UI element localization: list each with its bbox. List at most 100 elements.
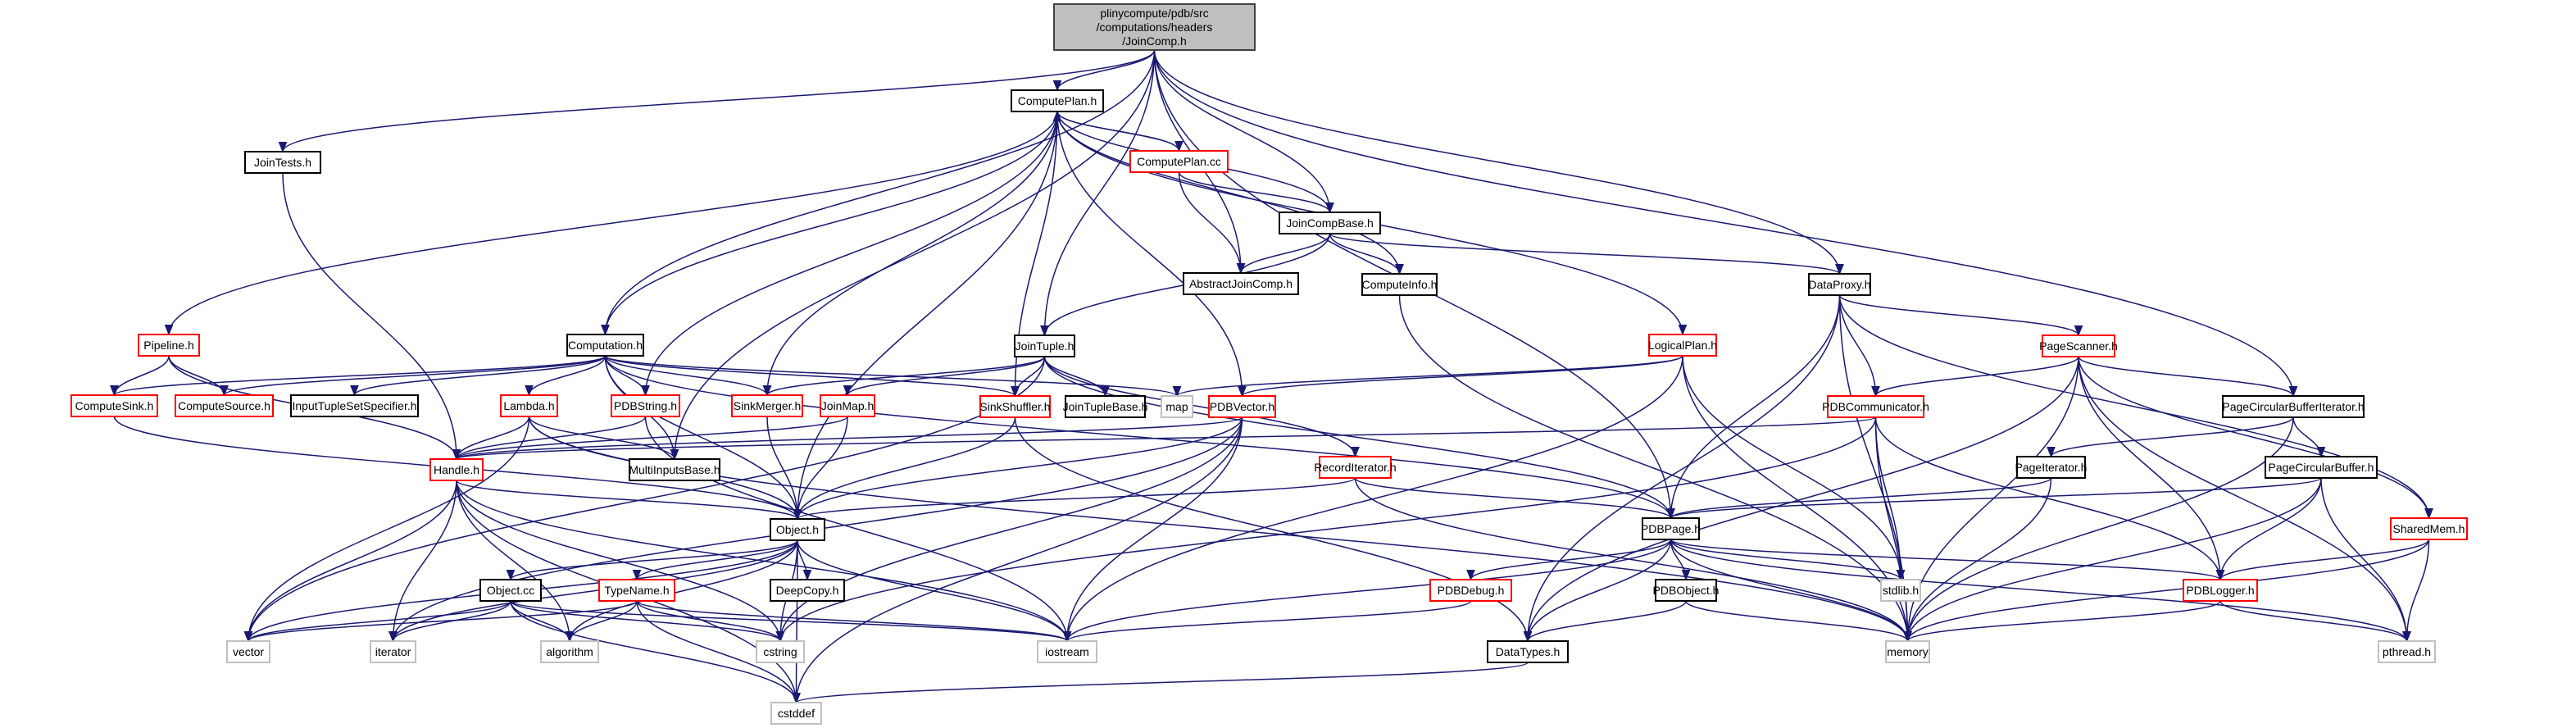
- edge-pipeline-to-compute-sink: [110, 355, 170, 397]
- edge-data-proxy-to-pdbpage: [1666, 294, 1841, 520]
- edge-data-proxy-to-page-scanner: [1838, 294, 2083, 337]
- edge-pdbcommunicator-to-pdblogger: [1874, 416, 2225, 581]
- node-compute-plan-cc[interactable]: ComputePlan.cc: [1129, 150, 1229, 173]
- edge-join-tests-to-handle: [282, 172, 461, 461]
- node-join-tuple[interactable]: JoinTuple.h: [1014, 334, 1075, 357]
- node-shared-mem[interactable]: SharedMem.h: [2390, 517, 2468, 540]
- node-label: DeepCopy.h: [776, 584, 839, 597]
- node-data-proxy[interactable]: DataProxy.h: [1808, 273, 1871, 296]
- node-label: ComputeSink.h: [75, 399, 154, 412]
- node-deep-copy[interactable]: DeepCopy.h: [770, 579, 845, 602]
- node-pdbobject[interactable]: PDBObject.h: [1653, 579, 1720, 602]
- node-compute-plan-h[interactable]: ComputePlan.h: [1011, 89, 1104, 112]
- node-abstract-join-comp[interactable]: AbstractJoinComp.h: [1183, 272, 1299, 295]
- edge-object-h-to-type-name: [632, 539, 798, 581]
- node-box: [2390, 517, 2468, 540]
- node-join-map[interactable]: JoinMap.h: [820, 394, 875, 417]
- edge-pdbpage-to-pdbobject: [1670, 539, 1691, 581]
- node-box: [598, 579, 675, 602]
- node-compute-info[interactable]: ComputeInfo.h: [1361, 273, 1438, 296]
- edge-record-iterator-to-pdbpage: [1354, 477, 1675, 520]
- node-box: [138, 334, 200, 357]
- node-sink-merger[interactable]: SinkMerger.h: [731, 394, 803, 417]
- edge-logical-plan-to-map: [1172, 355, 1683, 398]
- node-pdbdebug[interactable]: PDBDebug.h: [1429, 579, 1512, 602]
- edge-compute-plan-h-to-pipeline: [164, 111, 1058, 336]
- node-pdbpage[interactable]: PDBPage.h: [1641, 517, 1701, 540]
- node-pdbvector[interactable]: PDBVector.h: [1208, 395, 1276, 418]
- edge-pdbpage-to-pdbdebug: [1466, 539, 1672, 581]
- node-sink-shuffler[interactable]: SinkShuffler.h: [979, 395, 1051, 418]
- edge-join-comp-to-multi-inputs-base: [670, 49, 1156, 461]
- node-label: /computations/headers: [1097, 20, 1213, 34]
- node-label: SharedMem.h: [2393, 522, 2465, 535]
- edge-join-comp-to-join-tests: [278, 49, 1156, 153]
- node-computation[interactable]: Computation.h: [566, 334, 644, 357]
- node-multi-inputs-base[interactable]: MultiInputsBase.h: [629, 458, 720, 481]
- node-box: [2042, 334, 2115, 357]
- node-label: stdlib.h: [1883, 584, 1919, 597]
- node-compute-sink[interactable]: ComputeSink.h: [70, 394, 158, 417]
- node-box: [1648, 334, 1717, 357]
- node-label: iterator: [375, 645, 411, 658]
- edge-record-iterator-to-object-h: [793, 477, 1356, 521]
- node-page-circular-buffer-iterator[interactable]: PageCircularBufferIterator.h: [2222, 395, 2365, 418]
- node-box: [1885, 640, 1930, 663]
- node-page-iterator[interactable]: PageIterator.h: [2015, 456, 2088, 479]
- node-box: [2265, 456, 2378, 479]
- edge-pdblogger-to-memory: [1903, 600, 2221, 643]
- node-compute-source[interactable]: ComputeSource.h: [175, 394, 274, 417]
- node-pthread: pthread.h: [2378, 640, 2436, 663]
- edge-join-comp-base-to-compute-info: [1329, 233, 1404, 275]
- edge-join-tuple-to-record-iterator: [1043, 356, 1360, 458]
- node-join-tests[interactable]: JoinTests.h: [244, 151, 321, 174]
- node-box: [2183, 579, 2258, 602]
- edge-compute-plan-h-to-compute-info: [1056, 111, 1404, 275]
- edge-handle-to-object-h: [456, 480, 802, 521]
- edge-lambda-to-memory: [528, 416, 1912, 643]
- node-object-h[interactable]: Object.h: [770, 518, 825, 541]
- node-box: [1129, 150, 1229, 173]
- node-box: [770, 518, 825, 541]
- edge-data-proxy-to-shared-mem: [1838, 294, 2433, 520]
- node-box: [226, 640, 270, 663]
- node-pdblogger[interactable]: PDBLogger.h: [2183, 579, 2258, 602]
- node-join-comp-base[interactable]: JoinCompBase.h: [1279, 212, 1381, 234]
- edge-logical-plan-to-iostream: [1062, 355, 1683, 643]
- node-box: [1161, 395, 1193, 418]
- node-page-circular-buffer[interactable]: PageCircularBuffer.h: [2265, 456, 2378, 479]
- node-label: PageCircularBuffer.h: [2269, 461, 2374, 474]
- node-input-tuple-set-specifier[interactable]: InputTupleSetSpecifier.h: [290, 394, 419, 417]
- edge-compute-plan-h-to-pdbvector: [1056, 111, 1247, 398]
- node-join-tuple-base[interactable]: JoinTupleBase.h: [1063, 395, 1148, 418]
- node-pdbstring[interactable]: PDBString.h: [611, 394, 680, 417]
- edge-pdbvector-to-object-h: [793, 416, 1243, 521]
- node-pdbcommunicator[interactable]: PDBCommunicator.h: [1822, 395, 1929, 418]
- edge-pdbobject-to-memory: [1685, 600, 1912, 643]
- node-lambda[interactable]: Lambda.h: [500, 394, 558, 417]
- edge-type-name-to-algorithm: [565, 600, 638, 643]
- node-type-name[interactable]: TypeName.h: [598, 579, 675, 602]
- node-data-types[interactable]: DataTypes.h: [1487, 640, 1569, 663]
- edge-join-tuple-to-join-map: [843, 356, 1046, 397]
- node-page-scanner[interactable]: PageScanner.h: [2039, 334, 2118, 357]
- edge-computation-to-lambda: [525, 355, 607, 397]
- node-handle[interactable]: Handle.h: [429, 458, 484, 481]
- node-pipeline[interactable]: Pipeline.h: [138, 334, 200, 357]
- node-logical-plan[interactable]: LogicalPlan.h: [1648, 334, 1717, 357]
- node-object-cc[interactable]: Object.cc: [479, 579, 542, 602]
- node-label: vector: [233, 645, 264, 658]
- node-record-iterator[interactable]: RecordIterator.h: [1314, 456, 1397, 479]
- edge-compute-plan-cc-to-compute-plan-h: [1052, 110, 1180, 152]
- edge-join-tuple-to-pdbpage: [1043, 356, 1675, 520]
- edge-computation-to-input-tuple-set-specifier: [350, 355, 607, 397]
- node-label: iostream: [1045, 645, 1089, 658]
- node-label: Object.h: [776, 523, 819, 536]
- node-box: [731, 394, 803, 417]
- node-label: Handle.h: [434, 463, 479, 476]
- node-label: PDBString.h: [614, 399, 677, 412]
- node-box: [629, 458, 720, 481]
- node-box: [820, 394, 875, 417]
- node-label: cstring: [763, 645, 797, 658]
- node-join-comp[interactable]: plinycompute/pdb/src/computations/header…: [1053, 3, 1256, 51]
